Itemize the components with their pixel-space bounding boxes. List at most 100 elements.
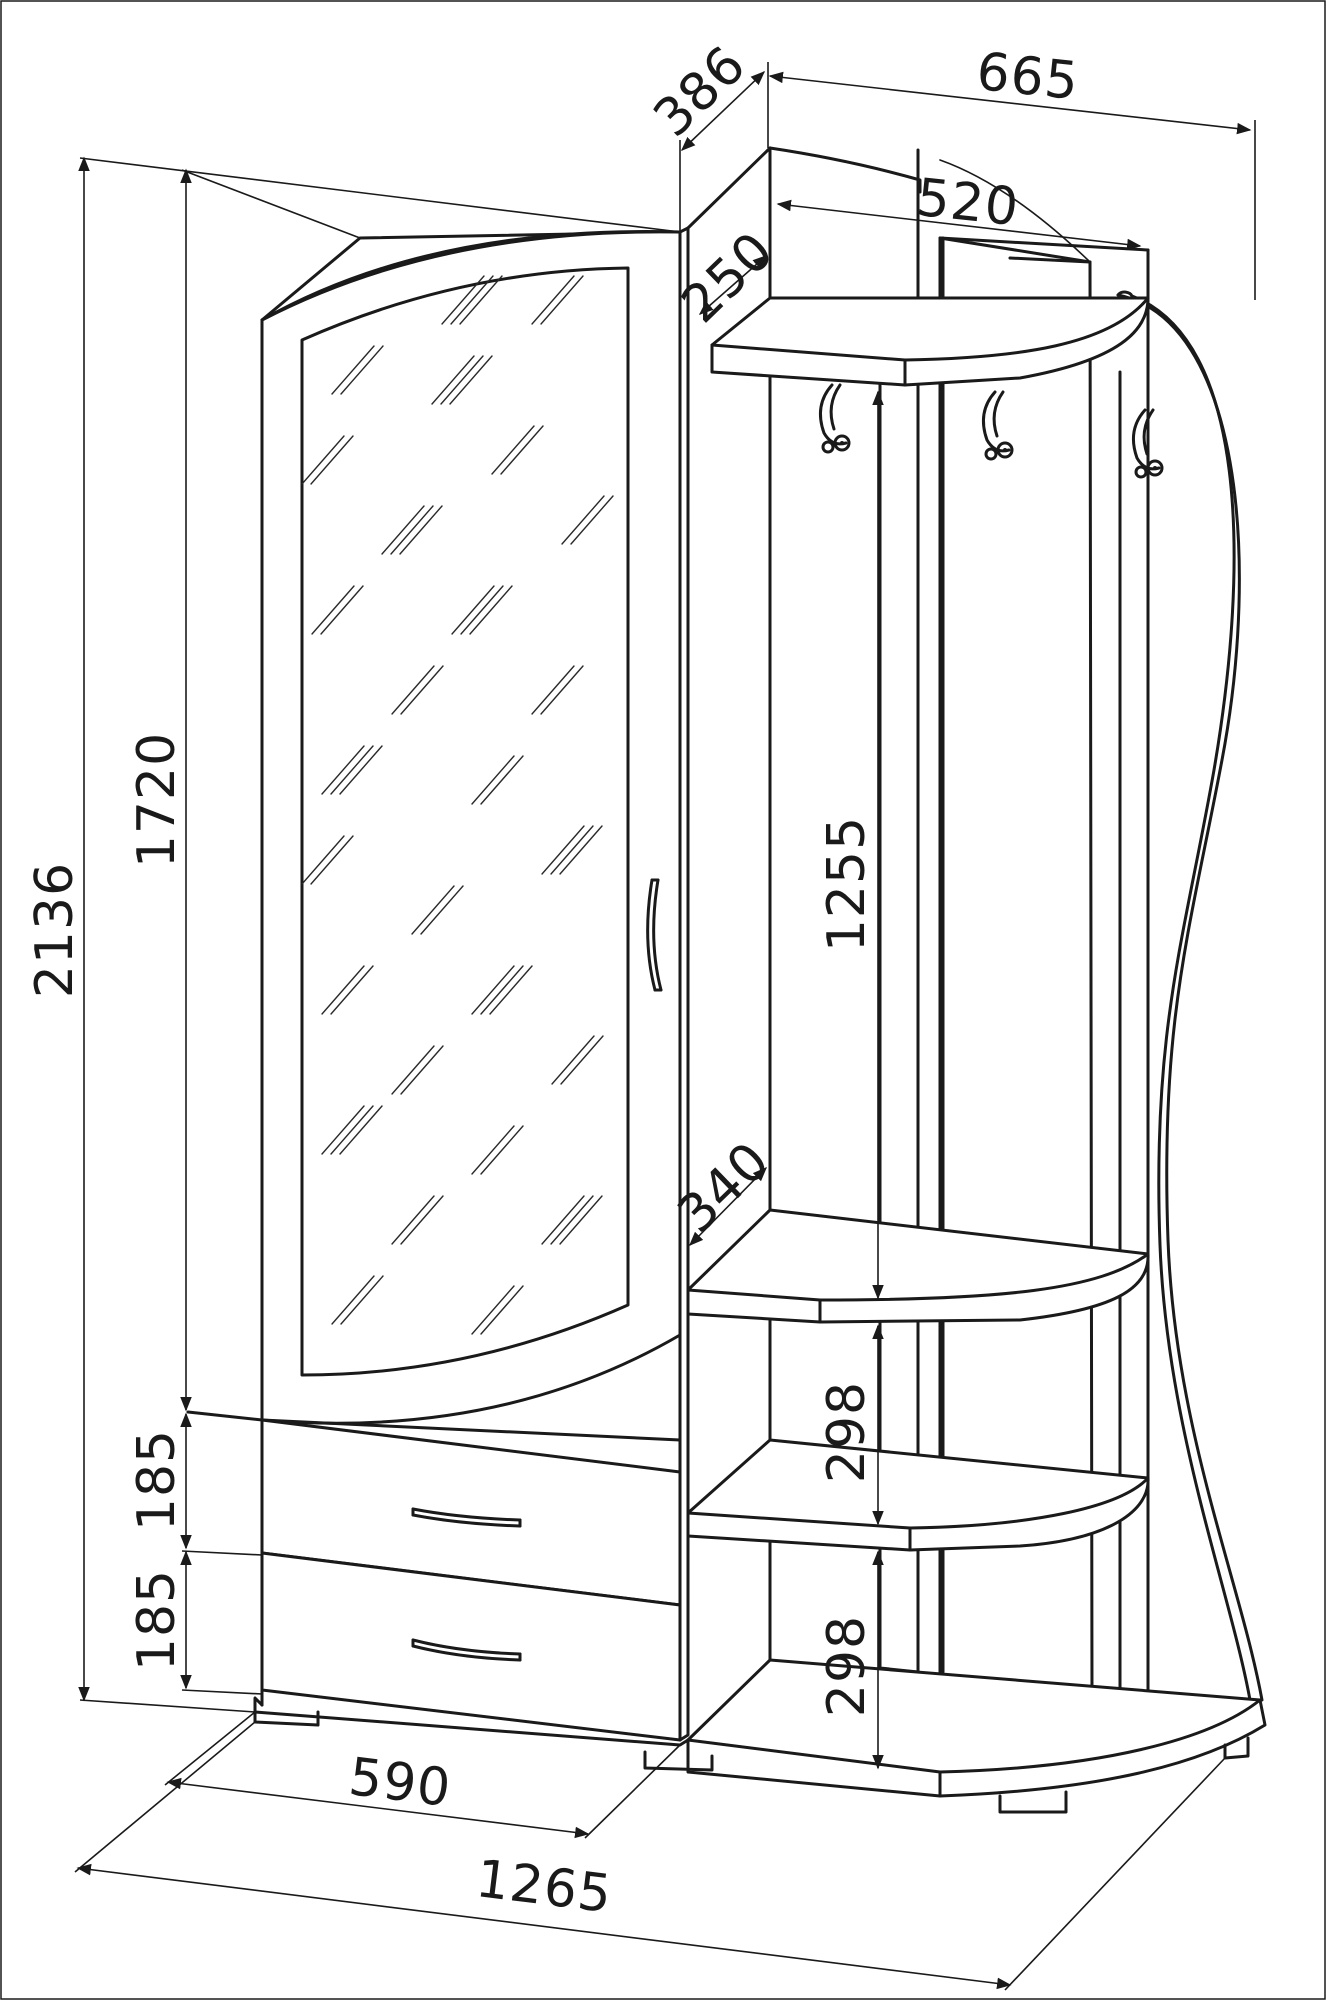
label-shelf-width: 520 <box>914 168 1022 238</box>
label-drawer-lower: 185 <box>127 1569 187 1671</box>
mirror-hatch-stroke <box>301 435 345 485</box>
mirror-hatch-stroke <box>540 275 584 325</box>
mirror-hatch-stroke <box>321 1105 365 1155</box>
mirror-hatch-stroke <box>400 1045 444 1095</box>
mirror-hatch-stroke <box>531 665 575 715</box>
mirror-hatch-stroke <box>390 505 434 555</box>
drawer-handle-lower <box>411 1638 522 1662</box>
mirror-hatch-stroke <box>480 965 524 1015</box>
dim-line-cabinet-depth <box>680 71 766 151</box>
mirror-hatch-stroke <box>310 435 354 485</box>
top-shelf-front-edge <box>710 296 1150 362</box>
coat-hook-icon <box>981 390 1014 461</box>
label-hanger-height: 1255 <box>817 816 877 952</box>
dim-line-rack-width <box>768 71 1252 135</box>
label-cabinet-width: 590 <box>346 1747 455 1819</box>
mirror-hatch-stroke <box>471 755 515 805</box>
mirror-hatch-stroke <box>381 505 425 555</box>
mirror-hatch-stroke <box>399 505 443 555</box>
mirror-hatch-stroke <box>449 355 493 405</box>
middle-shelf-front-edge <box>686 1252 1150 1302</box>
rack-top-cap <box>768 146 922 194</box>
dim-line-total-width <box>76 1863 1012 1990</box>
mirror-hatch-stroke <box>540 665 584 715</box>
mirror-hatch-stroke <box>420 885 464 935</box>
mirror-hatch-stroke <box>551 1035 595 1085</box>
label-cabinet-depth: 386 <box>643 35 758 149</box>
mirror-hatch-stroke <box>560 1035 604 1085</box>
mirror-hatch-stroke <box>431 355 475 405</box>
mirror-hatch-stroke <box>491 425 535 475</box>
rack-inner-post <box>916 148 945 1674</box>
top-shelf <box>710 296 1150 387</box>
mirror-hatch-stroke <box>321 965 365 1015</box>
mirror-hatch-stroke <box>391 1045 435 1095</box>
label-drawer-upper: 185 <box>127 1429 187 1531</box>
coat-hook-icon <box>1131 408 1164 479</box>
mirror-hatch-stroke <box>570 495 614 545</box>
mirror-hatch-stroke <box>440 355 484 405</box>
ext-line <box>584 1744 681 1839</box>
mirror-hatch-stroke <box>541 1195 585 1245</box>
base-plinth-front-edge <box>686 1698 1262 1774</box>
mirror-hatch-stroke <box>391 1195 435 1245</box>
mirror-hatch-stroke <box>321 745 365 795</box>
dim-line-middle-shelf-depth <box>688 1166 768 1247</box>
mirror-hatch-stroke <box>500 425 544 475</box>
mirror-hatch-stroke <box>469 585 513 635</box>
mirror-hatch-stroke <box>310 835 354 885</box>
base-foot <box>998 1790 1068 1814</box>
rack-back-panel <box>1088 248 1150 1702</box>
ext-line <box>79 1699 256 1713</box>
ext-line <box>181 1550 263 1556</box>
mirror-hatch-stroke <box>480 1125 524 1175</box>
mirror-hatch-stroke <box>559 1195 603 1245</box>
lower-shelf-front-edge <box>686 1476 1150 1530</box>
cabinet-foot <box>253 1710 320 1727</box>
label-rack-width: 665 <box>974 42 1082 112</box>
mirror-hatch-stroke <box>531 275 575 325</box>
mirror-hatch-stroke <box>550 825 594 875</box>
ext-line <box>164 1711 256 1786</box>
mirror-hatch-stroke <box>331 1275 375 1325</box>
mirror-hatch-stroke <box>550 1195 594 1245</box>
cabinet-side-strip <box>678 226 690 1742</box>
wavy-side-panel-inner <box>1116 290 1252 1702</box>
dim-line-cabinet-width <box>166 1777 590 1839</box>
mirror-hatch-stroke <box>340 345 384 395</box>
mirror-hatch-stroke <box>451 585 495 635</box>
base-plinth <box>686 1658 1267 1798</box>
mirror-hatch-stroke <box>391 665 435 715</box>
mirror-hatch-stroke <box>301 835 345 885</box>
mirror-glass <box>300 266 630 1377</box>
mirror-hatch-stroke <box>400 665 444 715</box>
label-total-width: 1265 <box>473 1849 616 1925</box>
mirror-hatch-stroke <box>471 1125 515 1175</box>
mirror-hatch-stroke <box>320 585 364 635</box>
mirror-hatch-stroke <box>489 965 533 1015</box>
label-cabinet-height: 1720 <box>127 732 187 868</box>
mirror-hatch-stroke <box>339 1105 383 1155</box>
mirror-reflection-hatch <box>301 275 614 1335</box>
ext-line <box>181 1689 263 1695</box>
mirror-hatch-stroke <box>330 1105 374 1155</box>
mirror-hatch-stroke <box>331 345 375 395</box>
mirror-hatch-stroke <box>441 275 485 325</box>
label-shelf-gap-lower: 298 <box>817 1615 877 1717</box>
mirror-hatch-stroke <box>471 1285 515 1335</box>
dim-line-shelf-width <box>776 199 1142 251</box>
door-handle-icon <box>646 878 663 992</box>
ext-line <box>181 169 361 239</box>
mirror-hatch-stroke <box>561 495 605 545</box>
label-total-height: 2136 <box>25 862 85 998</box>
mirror-hatch-stroke <box>459 275 503 325</box>
ext-line <box>79 157 681 233</box>
mirror-hatch-stroke <box>460 585 504 635</box>
cabinet-drawer-top-line <box>186 1410 682 1442</box>
mirror-hatch-stroke <box>559 825 603 875</box>
mirror-hatch-stroke <box>400 1195 444 1245</box>
mirror-hatch-stroke <box>471 965 515 1015</box>
ext-line <box>1004 1757 1226 1991</box>
mirror-hatch-stroke <box>340 1275 384 1325</box>
